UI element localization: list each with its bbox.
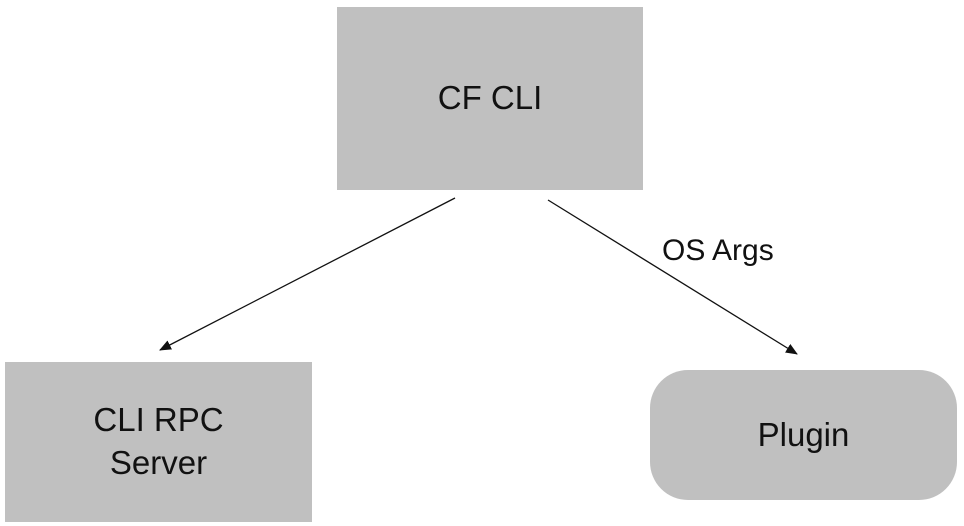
edge-cf-cli-to-rpc-server-arrow: [159, 197, 456, 351]
edge-label-os-args: OS Args: [662, 234, 774, 267]
node-cf-cli-label: CF CLI: [437, 79, 543, 117]
node-cli-rpc-server: CLI RPC Server: [5, 362, 312, 522]
node-cf-cli: CF CLI: [337, 7, 643, 190]
edge-cf-cli-to-plugin-arrow: [547, 199, 798, 355]
node-cli-rpc-server-label: CLI RPC Server: [93, 401, 224, 481]
node-plugin: Plugin: [650, 370, 957, 500]
node-plugin-label: Plugin: [757, 415, 850, 453]
